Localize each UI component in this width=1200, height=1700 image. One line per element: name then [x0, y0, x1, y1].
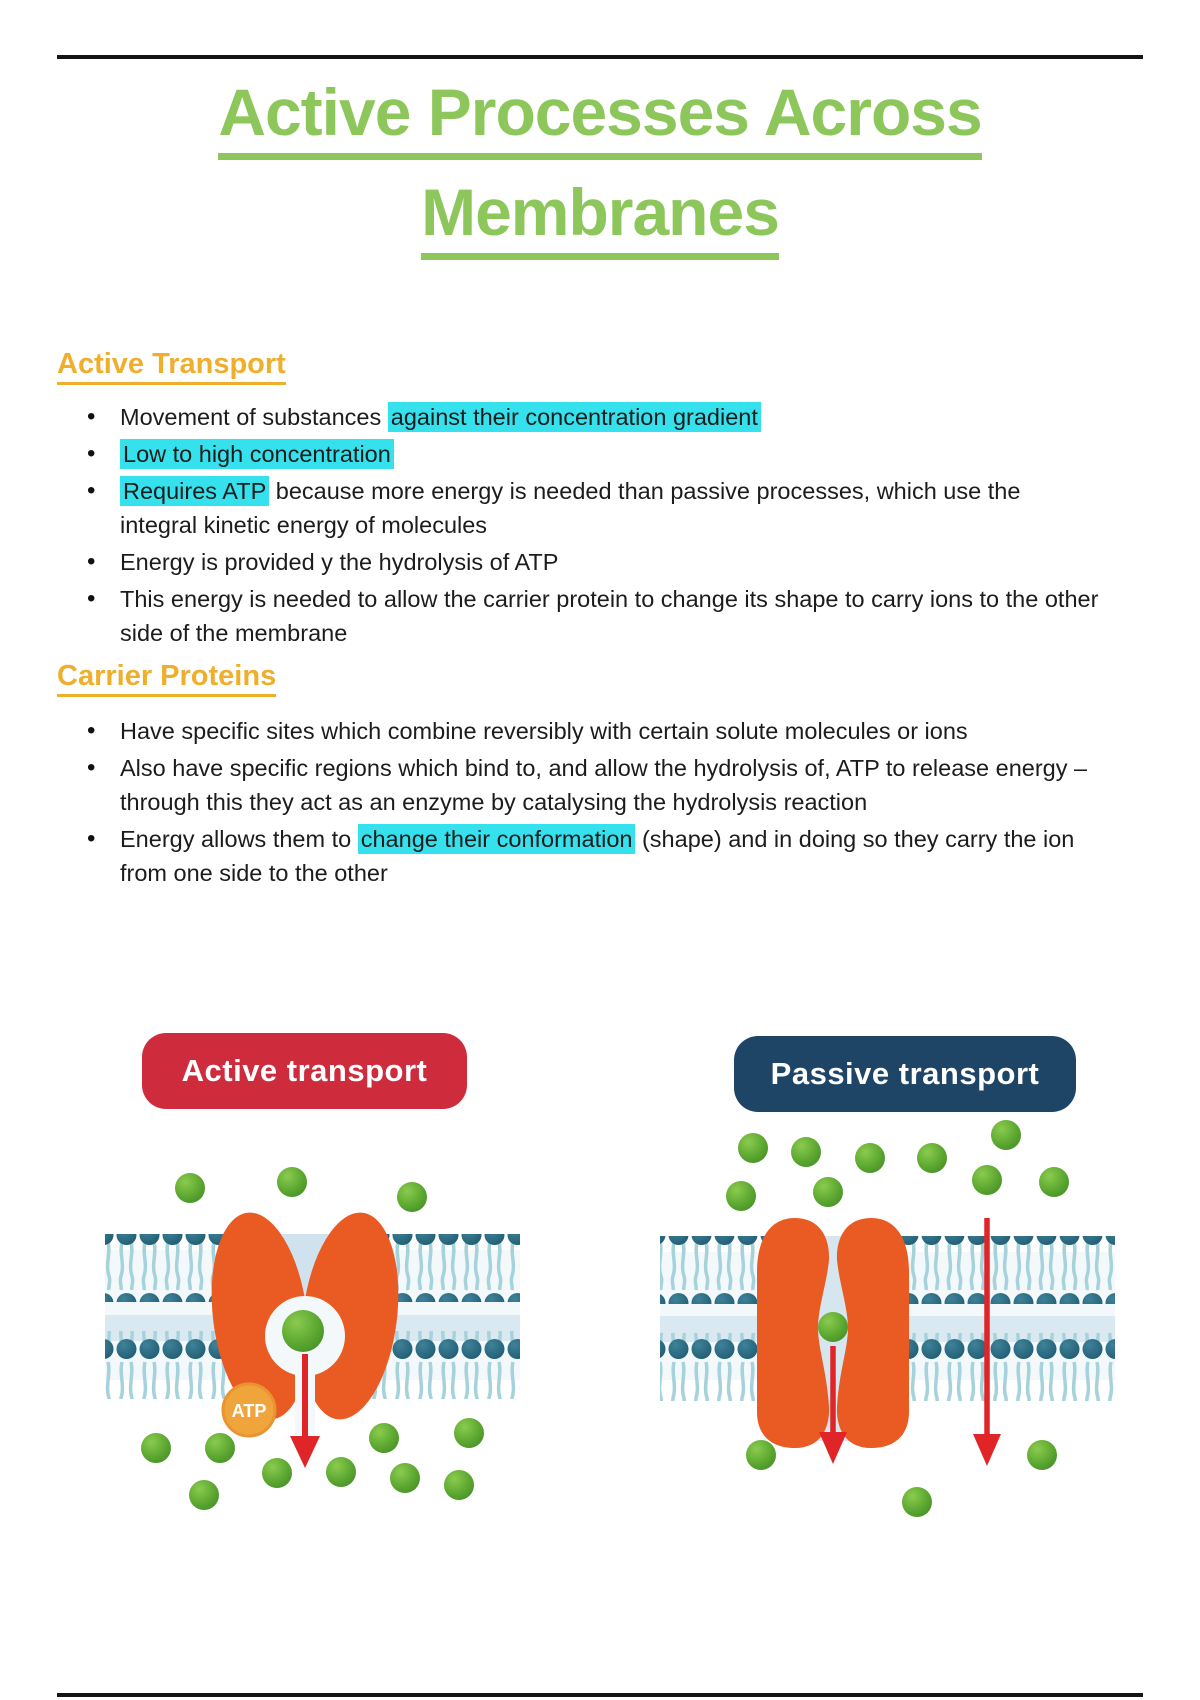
passive-bilayer-arrow — [973, 1218, 1001, 1466]
active-transport-badge: Active transport — [142, 1033, 467, 1109]
list-item: Requires ATP because more energy is need… — [57, 474, 1102, 542]
passive-transport-badge-label: Passive transport — [770, 1056, 1040, 1091]
heading-carrier-proteins: Carrier Proteins — [57, 660, 277, 697]
atp-label: ATP — [232, 1401, 267, 1421]
list-item: Energy is provided y the hydrolysis of A… — [57, 545, 1102, 579]
heading-active-transport: Active Transport — [57, 348, 286, 385]
page-bottom-rule — [57, 1693, 1143, 1697]
text-segment: Also have specific regions which bind to… — [120, 755, 1088, 815]
active-carrier-protein — [211, 1212, 399, 1438]
active-transport-panel: ATP — [105, 1167, 520, 1510]
text-segment: Have specific sites which combine revers… — [120, 718, 968, 744]
highlighted-text: Low to high concentration — [120, 439, 394, 469]
passive-transport-badge: Passive transport — [734, 1036, 1076, 1112]
highlighted-text: Requires ATP — [120, 476, 270, 506]
list-item: This energy is needed to allow the carri… — [57, 582, 1102, 650]
active-molecule-in-protein — [282, 1310, 324, 1352]
list-item: Low to high concentration — [57, 437, 1102, 471]
passive-channel-arrow — [819, 1346, 847, 1464]
active-transport-badge-label: Active transport — [181, 1053, 428, 1088]
highlighted-text: against their concentration gradient — [387, 402, 761, 432]
list-item: Energy allows them to change their confo… — [57, 822, 1102, 890]
passive-molecules-inside — [746, 1440, 1057, 1517]
active-molecules-inside — [141, 1418, 484, 1510]
page-title: Active Processes Across Membranes — [0, 62, 1200, 263]
list-item: Have specific sites which combine revers… — [57, 714, 1102, 748]
text-segment: Energy allows them to — [120, 826, 358, 852]
passive-molecules-outside — [726, 1120, 1069, 1211]
highlighted-text: change their conformation — [357, 824, 636, 854]
text-segment: (shape) and in doing so they carry the i… — [120, 826, 1075, 886]
list-item: Movement of substances against their con… — [57, 400, 1102, 434]
page-top-rule — [57, 55, 1143, 59]
atp-molecule: ATP — [221, 1382, 277, 1438]
list-item: Also have specific regions which bind to… — [57, 751, 1102, 819]
page-title-line1: Active Processes Across — [218, 75, 983, 160]
active-molecules-outside — [175, 1167, 427, 1212]
passive-transport-panel — [660, 1120, 1115, 1517]
text-segment: because more energy is needed than passi… — [120, 478, 1021, 538]
text-segment: This energy is needed to allow the carri… — [120, 586, 1099, 646]
active-transport-arrow — [290, 1354, 320, 1468]
text-segment: Energy is provided y the hydrolysis of A… — [120, 549, 559, 575]
carrier-proteins-list: Have specific sites which combine revers… — [57, 714, 1102, 893]
active-transport-list: Movement of substances against their con… — [57, 400, 1102, 653]
text-segment: Movement of substances — [120, 404, 388, 430]
passive-channel-protein — [757, 1218, 909, 1448]
page-title-line2: Membranes — [421, 175, 780, 261]
passive-molecule-in-channel — [818, 1312, 848, 1342]
membrane-transport-diagram: ATP — [105, 1120, 1115, 1517]
